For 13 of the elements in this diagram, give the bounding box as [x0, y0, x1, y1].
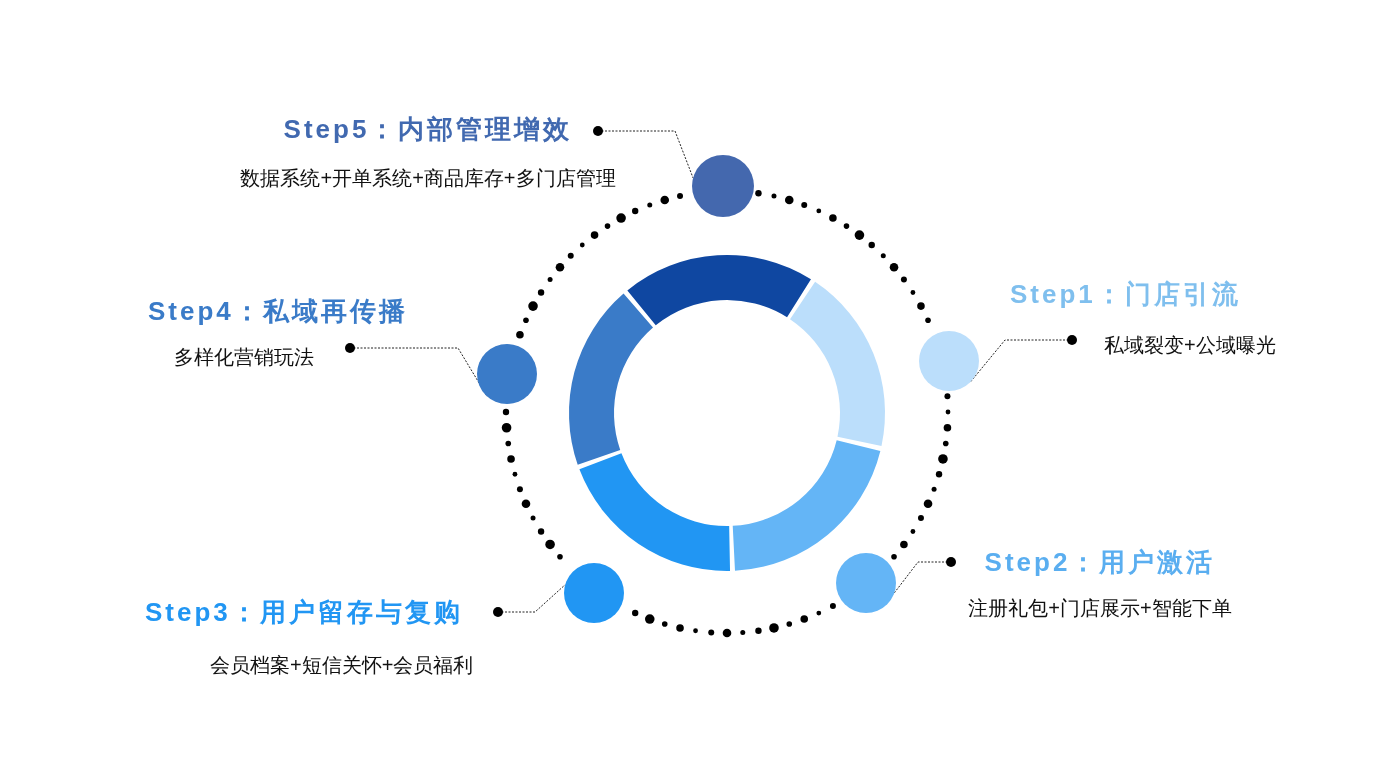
step-description: 注册礼包+门店展示+智能下单 — [968, 596, 1232, 621]
leader-line — [893, 557, 956, 594]
step-heading: Step1：门店引流 — [1010, 278, 1241, 311]
step-heading: Step5：内部管理增效 — [283, 113, 573, 146]
leader-line — [493, 584, 566, 617]
leader-line — [593, 126, 694, 179]
step-heading: Step2：用户激活 — [984, 546, 1216, 579]
step-description: 私域裂变+公域曝光 — [1104, 333, 1276, 358]
step-heading: Step3：用户留存与复购 — [145, 596, 463, 629]
step-description: 会员档案+短信关怀+会员福利 — [210, 653, 474, 678]
step-description: 数据系统+开单系统+商品库存+多门店管理 — [240, 166, 616, 191]
step-description: 多样化营销玩法 — [174, 345, 314, 370]
step-heading: Step4：私域再传播 — [148, 295, 408, 328]
